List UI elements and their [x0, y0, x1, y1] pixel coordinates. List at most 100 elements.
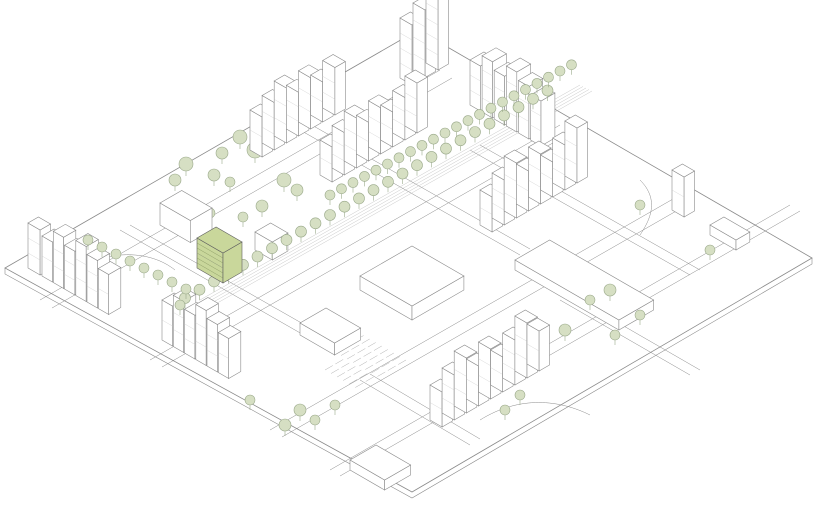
- boulevard-tree-a-20: [454, 134, 467, 151]
- boulevard-tree-b-6-crown: [382, 158, 393, 170]
- se-slab-7-floor-line: [502, 362, 515, 371]
- east-slab-8: [564, 114, 588, 184]
- boulevard-tree-a-16: [396, 167, 409, 184]
- corner-hall-south-roof: [349, 444, 412, 481]
- new-building-floor-line: [196, 242, 224, 259]
- parking-lot-center-stall: [367, 342, 376, 348]
- nw-slab-4-face-left: [286, 84, 299, 137]
- boulevard-tree-a-19-crown: [440, 142, 452, 155]
- west-slab-row-2-floor-line: [53, 248, 64, 255]
- building-blocks: [27, 0, 751, 491]
- boulevard-tree-b-11-crown: [439, 127, 451, 139]
- ground-plate-edge: [4, 258, 813, 499]
- west-tree-1: [82, 234, 94, 250]
- boulevard-tree-a-12-crown: [338, 200, 351, 213]
- nw-slab-7: [322, 54, 346, 116]
- parking-lot-south-stall: [337, 372, 346, 378]
- boulevard-tree-b-9: [416, 140, 428, 156]
- center-north-slab-8-face-right: [416, 76, 428, 134]
- west-tree-6: [152, 269, 164, 285]
- boulevard-tree-a-17: [411, 159, 423, 176]
- boulevard-tree-a-21: [469, 126, 481, 143]
- top-tower-3-floor-line: [425, 17, 439, 26]
- nw-slab-3-floor-line: [274, 99, 287, 107]
- boulevard-tree-b-1: [324, 189, 336, 205]
- boulevard-tree-b-14-crown: [474, 109, 485, 120]
- scattered-tree-15: [174, 299, 186, 315]
- scattered-tree-6: [293, 403, 307, 421]
- nw-slab-7-face-left: [322, 59, 336, 116]
- west-tree-6-crown: [152, 269, 164, 281]
- boulevard-tree-b-14: [474, 109, 485, 125]
- scattered-tree-8: [278, 418, 292, 436]
- se-slab-3-floor-line: [454, 369, 467, 377]
- boulevard-tree-b-3-crown: [347, 177, 359, 188]
- new-building-mass-roof: [196, 226, 243, 254]
- west-tree-3: [110, 248, 122, 264]
- parking-lot-south-stall: [343, 375, 352, 381]
- parking-lot-south-stall: [330, 368, 339, 374]
- small-block-center-roof: [254, 222, 289, 243]
- ne-slab-row-3-floor-line: [494, 86, 505, 93]
- west-slab-row-5-floor-line: [86, 286, 98, 293]
- boulevard-tree-b-20: [543, 71, 554, 88]
- top-tower-1-floor-line: [399, 32, 413, 41]
- parking-lot-center-stall: [387, 365, 396, 371]
- parking-lot-center-stall: [377, 371, 386, 377]
- west-slab-row-6-floor-line: [98, 288, 109, 295]
- center-north-slab-8-roof: [404, 69, 428, 84]
- boulevard-tree-a-13: [353, 192, 365, 209]
- boulevard-tree-a-14: [367, 184, 380, 201]
- parking-lot-center-stall: [385, 352, 394, 358]
- top-tower-3-floor-line: [425, 2, 439, 11]
- boulevard-tree-b-19-crown: [531, 78, 543, 89]
- boulevard-tree-a-2: [193, 283, 206, 301]
- nw-slab-5-floor-line: [298, 87, 311, 95]
- sw-slab-row-5-face-left: [206, 317, 218, 373]
- boulevard-tree-b-18: [520, 84, 531, 100]
- west-slab-row-3-floor-line: [64, 259, 75, 266]
- west-slab-row-6-face-right: [108, 266, 122, 316]
- park-tree-10: [255, 199, 269, 217]
- center-north-slab-5-floor-line: [368, 116, 381, 124]
- west-slab-row-2-roof: [52, 223, 77, 238]
- west-tree-2: [96, 241, 108, 257]
- scattered-tree-2: [584, 294, 596, 310]
- boulevard-tree-b-11: [439, 127, 451, 143]
- boulevard-tree-a-26: [541, 84, 554, 101]
- east-slab-4-floor-line: [516, 183, 529, 192]
- center-north-slab-7-floor-line: [392, 118, 405, 126]
- sw-slab-row-3-face-left: [184, 308, 196, 360]
- se-slab-2-floor-line: [442, 397, 455, 406]
- corner-hall-south: [349, 444, 412, 491]
- boulevard-tree-a-6: [251, 250, 264, 267]
- nw-slab-4-floor-line: [286, 99, 299, 107]
- boulevard-tree-b-12: [451, 121, 462, 137]
- boulevard-tree-a-18-crown: [425, 151, 438, 163]
- west-slab-row-5-floor-line: [86, 270, 98, 277]
- west-tree-8: [180, 283, 192, 299]
- nw-slab-3-floor-line: [274, 117, 287, 125]
- parking-lot-center-stall: [398, 359, 407, 365]
- park-tree-1: [232, 129, 248, 149]
- parking-lot-center-stall: [353, 357, 362, 363]
- top-tower-1-floor-line: [399, 47, 413, 56]
- scattered-tree-1: [603, 283, 617, 301]
- ne-slab-row-1-floor-line: [469, 74, 481, 82]
- east-slab-8-floor-line: [564, 157, 578, 165]
- boulevard-tree-a-20-crown: [454, 134, 467, 147]
- parking-lot-south-stall: [365, 376, 374, 382]
- top-tower-3-face-right: [437, 0, 449, 71]
- west-slab-row-4-floor-line: [75, 258, 87, 265]
- scattered-tree-2-crown: [584, 294, 596, 306]
- boulevard-tree-b-9-crown: [416, 140, 428, 151]
- center-north-slab-6-floor-line: [380, 122, 393, 130]
- boulevard-tree-a-8: [280, 234, 293, 251]
- ne-slab-row-4-floor-line: [506, 80, 517, 88]
- center-north-slab-7-face-left: [392, 89, 406, 141]
- parking-lot-south-stall: [341, 362, 350, 368]
- park-tree-11: [237, 211, 249, 227]
- nw-slab-2-floor-line: [262, 127, 275, 135]
- parking-lot-center-stall: [371, 368, 380, 374]
- sw-slab-row-4-face-left: [195, 303, 207, 367]
